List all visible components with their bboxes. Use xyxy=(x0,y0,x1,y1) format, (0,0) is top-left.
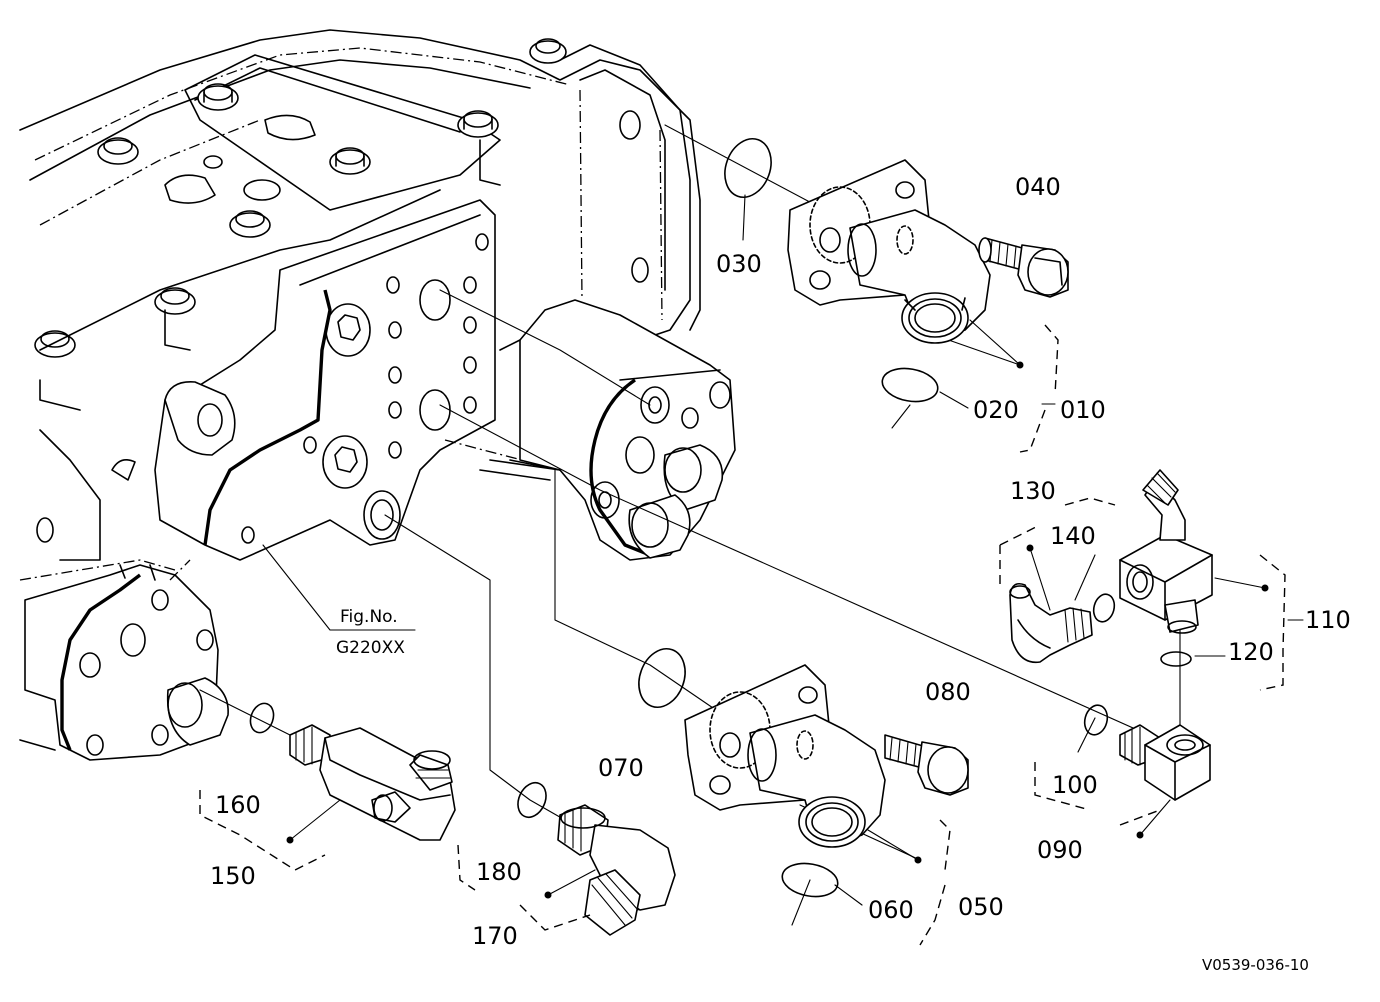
part-070-o-ring xyxy=(638,648,686,708)
part-170-elbow-adapter xyxy=(557,804,676,936)
part-110-tee-block xyxy=(1119,469,1213,634)
housing-bolts xyxy=(34,38,567,358)
callout-110: 110 xyxy=(1305,606,1351,634)
callout-100: 100 xyxy=(1052,771,1098,799)
transmission-housing xyxy=(19,29,701,561)
part-100-o-ring xyxy=(1083,704,1109,736)
callout-050: 050 xyxy=(958,893,1004,921)
figure-ref-line1: Fig.No. xyxy=(340,607,398,627)
callout-030: 030 xyxy=(716,250,762,278)
callout-020: 020 xyxy=(973,396,1019,424)
callout-040: 040 xyxy=(1015,173,1061,201)
callout-180: 180 xyxy=(476,858,522,886)
plate-ports xyxy=(241,233,489,544)
part-180-o-ring xyxy=(517,781,547,819)
callout-060: 060 xyxy=(868,896,914,924)
callout-170: 170 xyxy=(472,922,518,950)
assembly-brackets xyxy=(199,324,1286,946)
part-030-o-ring xyxy=(724,138,772,198)
part-020-o-ring xyxy=(881,367,939,403)
part-120-o-ring xyxy=(1160,651,1192,667)
callout-150: 150 xyxy=(210,862,256,890)
lower-left-housing xyxy=(19,559,229,761)
callout-120: 120 xyxy=(1228,638,1274,666)
callout-090: 090 xyxy=(1037,836,1083,864)
part-130-elbow-fitting xyxy=(1009,582,1093,664)
part-140-o-ring xyxy=(1092,593,1116,623)
figure-ref-line2: G220XX xyxy=(336,638,405,658)
part-060-o-ring xyxy=(781,862,839,898)
part-010-elbow-assembly xyxy=(787,159,991,344)
callout-070: 070 xyxy=(598,754,644,782)
figure-reference: Fig.No. G220XX xyxy=(336,607,405,658)
callout-160: 160 xyxy=(215,791,261,819)
part-090-elbow-fitting xyxy=(1119,724,1211,801)
callout-130: 130 xyxy=(1010,477,1056,505)
part-050-elbow-assembly xyxy=(684,664,886,848)
part-160-o-ring xyxy=(249,702,275,734)
drawing-code: V0539-036-10 xyxy=(1202,956,1309,974)
part-callouts: 010 020 030 040 050 060 070 080 090 100 … xyxy=(210,173,1351,950)
leader-dots xyxy=(286,319,1269,899)
callout-140: 140 xyxy=(1050,522,1096,550)
hydraulic-pump xyxy=(499,299,736,561)
callout-080: 080 xyxy=(925,678,971,706)
part-150-tee-fitting xyxy=(289,724,456,841)
callout-010: 010 xyxy=(1060,396,1106,424)
part-080-bolt xyxy=(884,734,969,796)
part-040-bolt xyxy=(978,237,1069,298)
